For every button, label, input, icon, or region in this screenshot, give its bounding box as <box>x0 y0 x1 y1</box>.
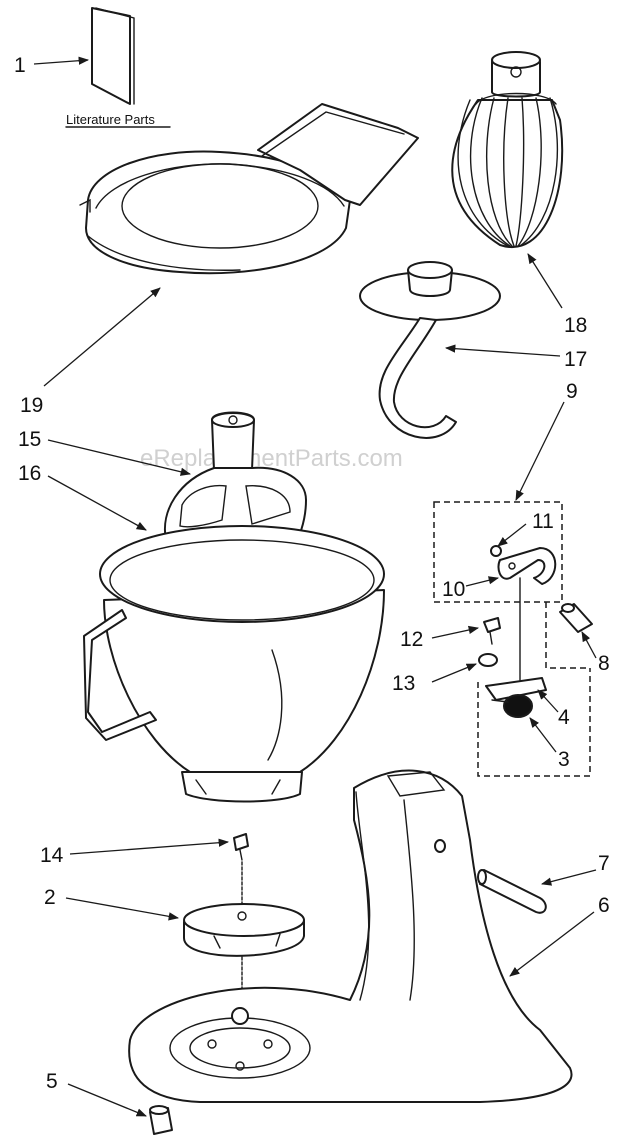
clamping-plate <box>183 903 305 957</box>
rod-7 <box>477 869 547 914</box>
callout-2: 2 <box>44 886 56 909</box>
watermark-text: eReplacementParts.com <box>140 445 403 472</box>
callout-3: 3 <box>558 748 570 771</box>
callout-10: 10 <box>442 578 465 601</box>
callout-4: 4 <box>558 706 570 729</box>
group-9-box <box>433 501 563 603</box>
dough-hook <box>359 261 501 439</box>
screw-14 <box>233 833 249 1001</box>
callout-13: 13 <box>392 672 415 695</box>
callout-19: 19 <box>20 394 43 417</box>
wire-whip <box>451 51 564 248</box>
mixer-stand <box>128 769 573 1103</box>
group-3-box <box>477 668 591 777</box>
screw-12 <box>483 617 501 645</box>
callout-6: 6 <box>598 894 610 917</box>
callout-8: 8 <box>598 652 610 675</box>
pouring-shield <box>79 103 419 275</box>
group-8-box <box>545 602 588 669</box>
callout-16: 16 <box>18 462 41 485</box>
callout-1: 1 <box>14 54 26 77</box>
callout-5: 5 <box>46 1070 58 1093</box>
callout-14: 14 <box>40 844 64 867</box>
hinge-pin <box>559 603 593 633</box>
callout-9: 9 <box>566 380 578 403</box>
callout-12: 12 <box>400 628 423 651</box>
callout-17: 17 <box>564 348 587 371</box>
literature-booklet: Literature Parts <box>65 7 171 128</box>
speed-lever <box>485 677 547 718</box>
callout-15: 15 <box>18 428 41 451</box>
mixing-bowl <box>83 525 385 803</box>
hinge-pin-bracket <box>490 545 557 681</box>
leader-lines <box>33 56 597 1117</box>
rubber-foot <box>149 1105 173 1135</box>
callout-18: 18 <box>564 314 587 337</box>
callout-7: 7 <box>598 852 610 875</box>
callout-11: 11 <box>532 510 554 533</box>
washer-13 <box>478 653 498 667</box>
literature-parts-label: Literature Parts <box>66 112 155 127</box>
